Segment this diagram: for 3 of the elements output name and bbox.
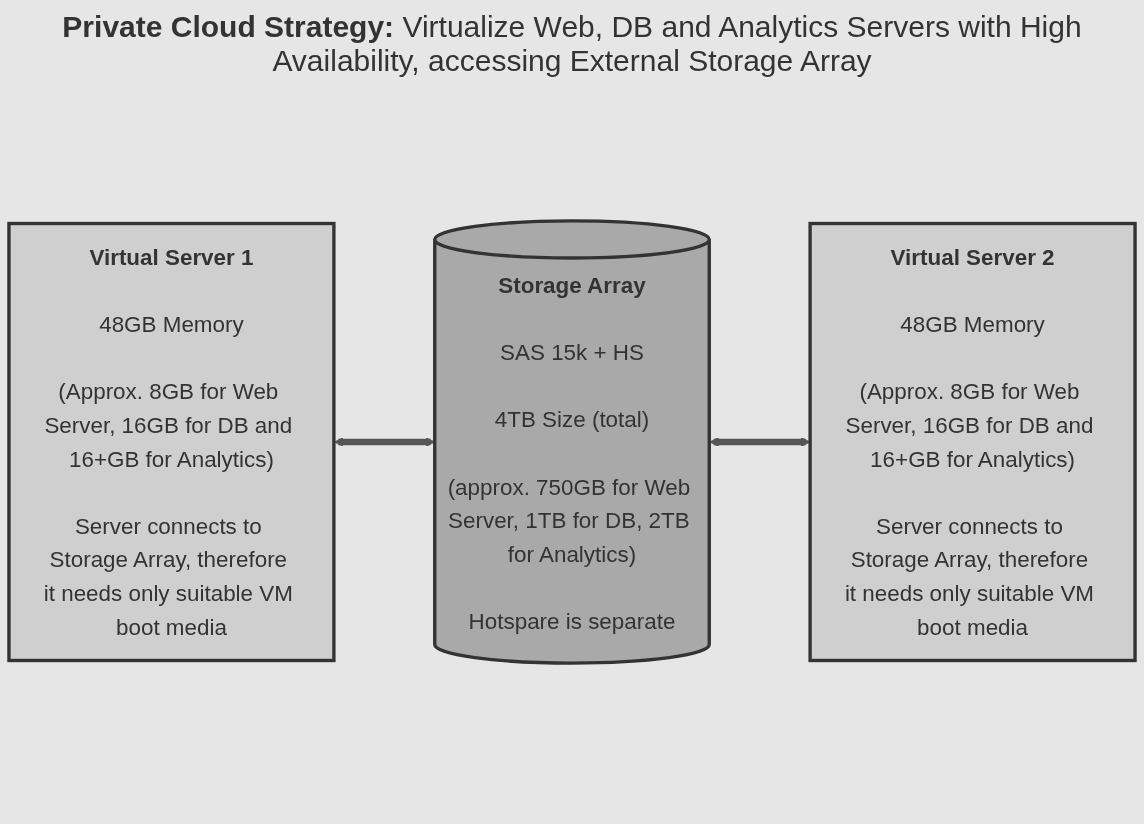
node-box: Virtual Server 2 48GB Memory (Approx. 8GB for Web Server, 16GB for DB and 16+GB for Analytics) Server connects to Storage Array, therefore it needs only suitable VM boot media [808,221,1137,663]
node-box: Virtual Server 1 48GB Memory (Approx. 8GB for Web Server, 16GB for DB and 16+GB for Analytics) Server connects to Storage Array, therefore it needs only suitable VM boot media [7,221,336,663]
diagram-title: Private Cloud Strategy: Virtualize Web, DB and Analytics Servers with High Availability, accessing External Storage Array [61,9,1083,79]
